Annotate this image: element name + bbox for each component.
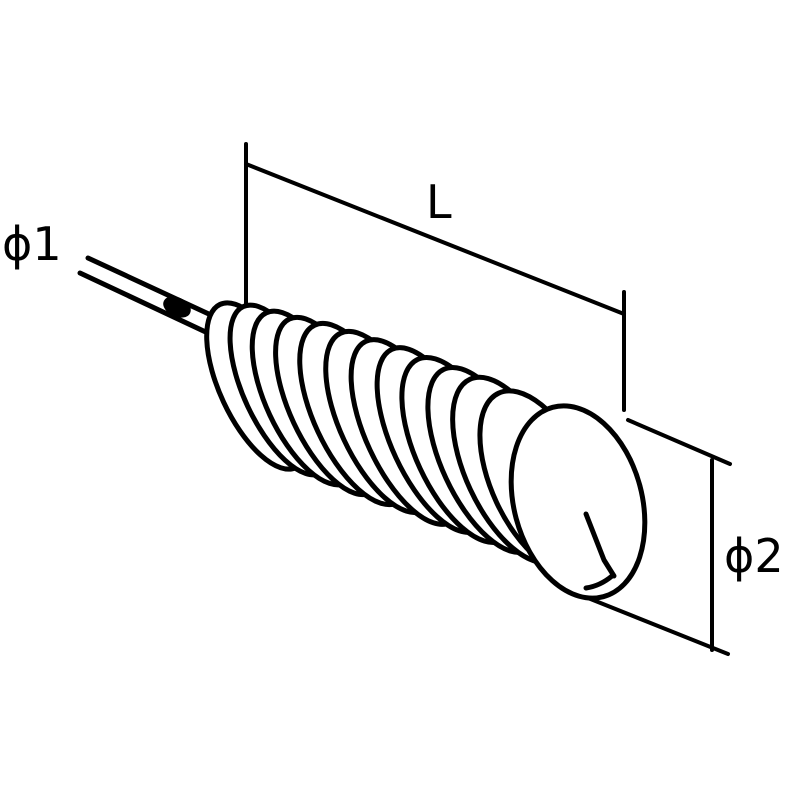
coil-diameter-label: ϕ2 bbox=[724, 529, 784, 583]
coil-diameter-dimension bbox=[586, 418, 732, 656]
length-dimension bbox=[244, 142, 626, 412]
wire-diameter-label: ϕ1 bbox=[2, 217, 62, 271]
length-label: L bbox=[426, 175, 452, 229]
spring-end-face bbox=[508, 403, 648, 601]
